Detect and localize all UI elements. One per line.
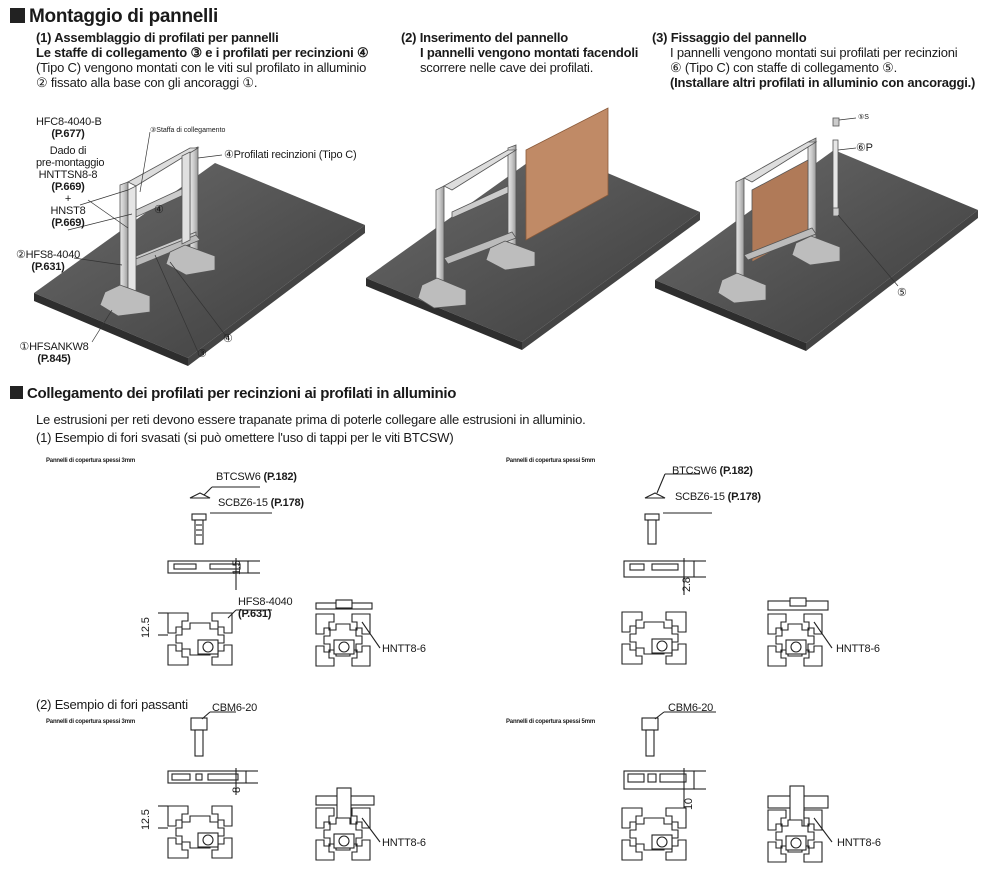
fig1-label-3: ③ [197,348,207,360]
d4-hntt-label: HNTT8-6 [837,837,881,849]
d4-dim-label: 10 [683,798,695,810]
d1-hntt-label: HNTT8-6 [382,643,426,655]
d2-panel-label: Pannelli di copertura spessi 5mm [506,458,595,464]
d1-dim-label: 1.5 [231,560,243,575]
section-marker-icon [10,8,25,23]
fig1-label-hfs: ②HFS8-4040(P.631) [15,249,81,273]
example-1-title: (1) Esempio di fori svasati (si può omet… [36,430,454,445]
fig1-label-4b: ④ [223,333,233,345]
fig1-label-4a: ④ [154,204,164,216]
fig1-label-staffa: ③Staffa di collegamento [150,127,226,134]
step-3-text: (3) Fissaggio del pannello I pannelli ve… [652,30,976,90]
step-2-text: (2) Inserimento del pannello I pannelli … [401,30,639,75]
d3-dim2-label: 12.5 [140,809,152,830]
d3-panel-label: Pannelli di copertura spessi 3mm [46,719,135,725]
section-title-assembly: Montaggio di pannelli [10,6,218,28]
d1-btc-label: BTCSW6 (P.182) [216,471,297,483]
d2-btc-label: BTCSW6 (P.182) [672,465,753,477]
d2-scbz-label: SCBZ6-15 (P.178) [675,491,761,503]
section-marker-icon [10,386,23,399]
fig3-label-6p: ⑥P [856,142,873,154]
d2-hntt-label: HNTT8-6 [836,643,880,655]
step-1-text: (1) Assemblaggio di profilati per pannel… [36,30,369,90]
d3-hntt-label: HNTT8-6 [382,837,426,849]
connection-intro: Le estrusioni per reti devono essere tra… [36,412,586,427]
example-2-title: (2) Esempio di fori passanti [36,697,188,712]
fig3-label-5s: ⑤S [858,114,869,121]
d1-scbz-label: SCBZ6-15 (P.178) [218,497,304,509]
section-title-connection: Collegamento dei profilati per recinzion… [10,385,456,402]
d3-dim-label: 8 [231,787,243,793]
fig1-label-hfc: HFC8-4040-B(P.677) [36,116,102,140]
d4-panel-label: Pannelli di copertura spessi 5mm [506,719,595,725]
d3-cbm-label: CBM6-20 [212,702,258,714]
d1-hfs-label: HFS8-4040(P.631) [238,596,293,620]
d1-dim2-label: 12.5 [140,617,152,638]
fig1-label-anchor: ①HFSANKW8(P.845) [19,341,89,365]
d2-dim-label: 2.8 [681,577,693,592]
fig3-label-5: ⑤ [897,287,907,299]
d1-panel-label: Pannelli di copertura spessi 3mm [46,458,135,464]
d4-cbm-label: CBM6-20 [668,702,714,714]
fig1-label-profilati: ④Profilati recinzioni (Tipo C) [224,149,357,161]
